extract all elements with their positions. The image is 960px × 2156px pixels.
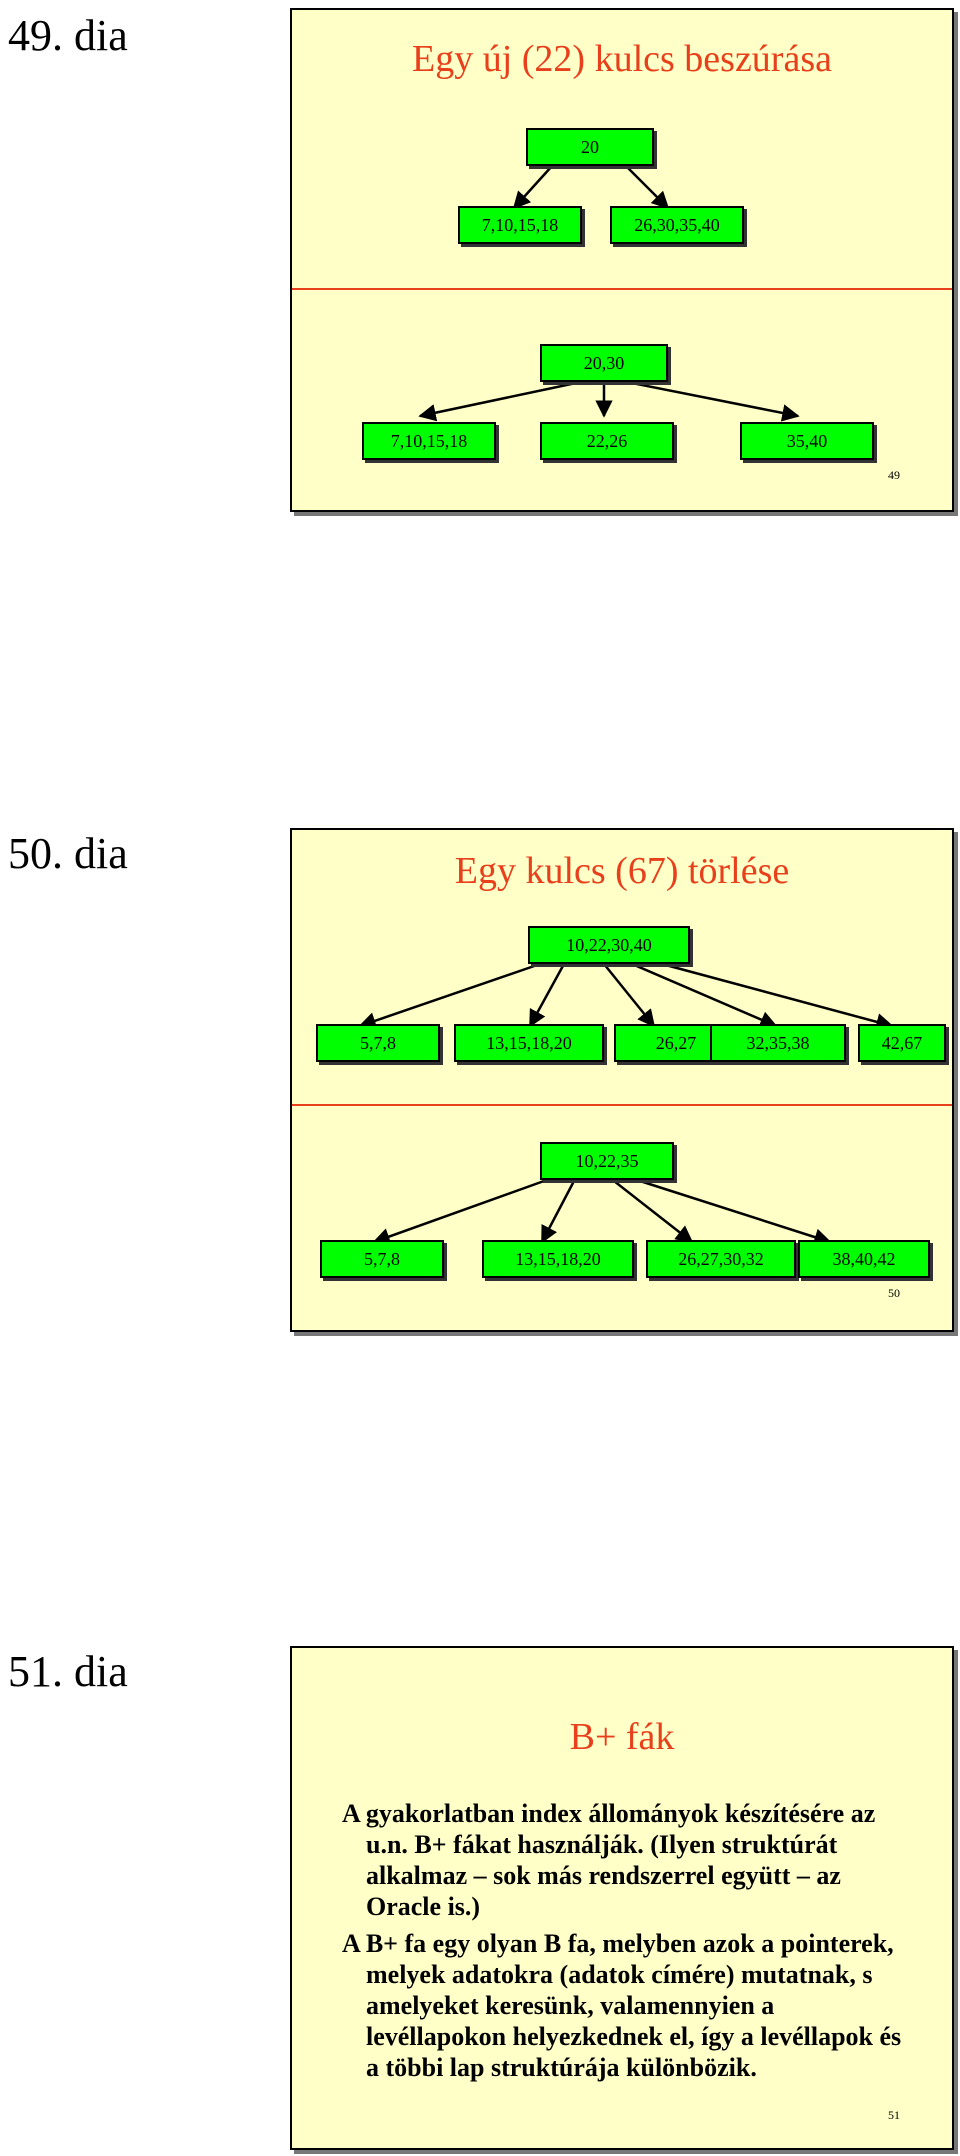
slide-49: Egy új (22) kulcs beszúrása 20 7,10,15,1… (290, 8, 954, 512)
tree-edges (418, 165, 800, 422)
slide-divider (292, 288, 952, 290)
bullet-item: A B+ fa egy olyan B fa, melyben azok a p… (342, 1929, 902, 2082)
tree-node-leaf: 5,7,8 (320, 1240, 444, 1278)
slide-divider (292, 1104, 952, 1106)
slide-label-49: 49. dia (8, 11, 128, 60)
tree-node-leaf: 32,35,38 (710, 1024, 846, 1062)
tree-node-leaf: 22,26 (540, 422, 674, 460)
bullet-list: A gyakorlatban index állományok készítés… (342, 1798, 912, 2089)
tree-node-root: 10,22,35 (540, 1142, 674, 1180)
tree-node-leaf: 13,15,18,20 (454, 1024, 604, 1062)
slide-title: B+ fák (569, 1716, 675, 1758)
slide-51: B+ fák A gyakorlatban index állományok k… (290, 1646, 954, 2150)
slide-page-number: 49 (888, 468, 900, 482)
tree-node-leaf: 42,67 (858, 1024, 946, 1062)
slide-label-50: 50. dia (8, 829, 128, 878)
tree-node-leaf: 7,10,15,18 (458, 206, 582, 244)
slide-title: Egy új (22) kulcs beszúrása (412, 38, 832, 80)
tree-node-leaf: 7,10,15,18 (362, 422, 496, 460)
bullet-item: A gyakorlatban index állományok készítés… (342, 1799, 876, 1921)
slide-page-number: 51 (888, 2108, 900, 2122)
tree-node-root: 10,22,30,40 (528, 926, 690, 964)
tree-node-leaf: 38,40,42 (798, 1240, 930, 1278)
slide-page-number: 50 (888, 1286, 900, 1300)
tree-node-leaf: 26,30,35,40 (610, 206, 744, 244)
tree-node-leaf: 5,7,8 (316, 1024, 440, 1062)
tree-edges (358, 962, 894, 1246)
tree-node-root: 20,30 (540, 344, 668, 382)
tree-node-leaf: 35,40 (740, 422, 874, 460)
tree-node-root: 20 (526, 128, 654, 166)
slide-label-51: 51. dia (8, 1647, 128, 1696)
slide-title: Egy kulcs (67) törlése (454, 850, 790, 892)
tree-node-leaf: 13,15,18,20 (482, 1240, 634, 1278)
tree-node-leaf: 26,27,30,32 (646, 1240, 796, 1278)
slide-50: Egy kulcs (67) törlése 10,22,30,40 5,7,8… (290, 828, 954, 1332)
